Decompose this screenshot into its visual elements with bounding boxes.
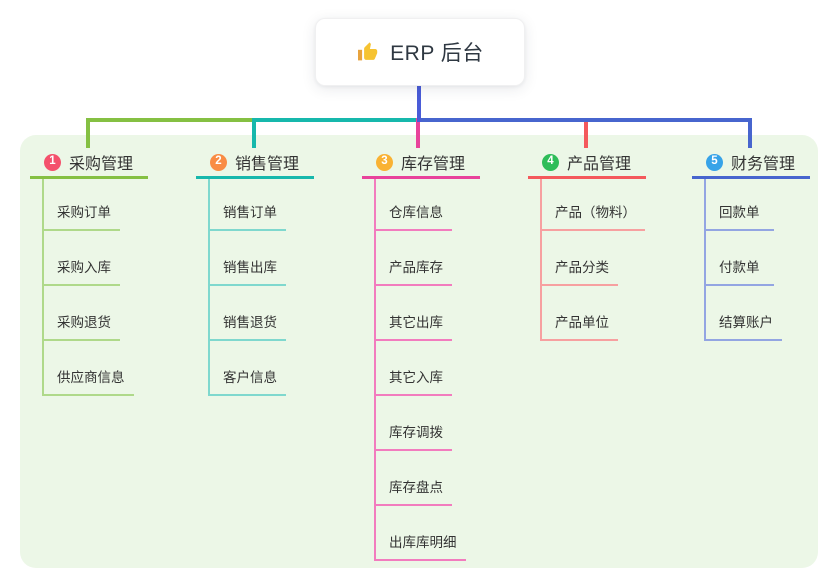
branch-label: 库存管理 xyxy=(401,156,466,173)
connector-drop-branch-1 xyxy=(86,118,90,148)
connector-children-branch-1 xyxy=(42,179,44,396)
child-node[interactable]: 结算账户 xyxy=(704,306,782,341)
child-label: 销售订单 xyxy=(223,205,277,220)
child-node[interactable]: 供应商信息 xyxy=(42,361,134,396)
connector-drop-branch-2 xyxy=(252,118,256,148)
child-node[interactable]: 销售订单 xyxy=(208,196,286,231)
child-label: 库存盘点 xyxy=(389,480,443,495)
connector-trunk-teal xyxy=(252,118,421,122)
child-node[interactable]: 采购订单 xyxy=(42,196,120,231)
child-node[interactable]: 其它入库 xyxy=(374,361,452,396)
child-label: 回款单 xyxy=(719,205,760,220)
connector-drop-branch-3 xyxy=(416,118,420,148)
child-node[interactable]: 其它出库 xyxy=(374,306,452,341)
child-node[interactable]: 销售出库 xyxy=(208,251,286,286)
branch-number-badge: 2 xyxy=(210,153,227,171)
child-label: 销售出库 xyxy=(223,260,277,275)
root-label: ERP 后台 xyxy=(390,42,484,65)
branch-node-5[interactable]: 5 财务管理 xyxy=(692,148,810,179)
connector-children-branch-5 xyxy=(704,179,706,341)
branch-number-badge: 3 xyxy=(376,153,393,171)
child-label: 产品库存 xyxy=(389,260,443,275)
branch-label: 财务管理 xyxy=(731,156,796,173)
connector-drop-branch-5 xyxy=(748,118,752,148)
child-label: 销售退货 xyxy=(223,315,277,330)
child-label: 仓库信息 xyxy=(389,205,443,220)
child-label: 其它入库 xyxy=(389,370,443,385)
branch-number-badge: 5 xyxy=(706,153,723,171)
child-node[interactable]: 销售退货 xyxy=(208,306,286,341)
connector-children-branch-3 xyxy=(374,179,376,561)
child-node[interactable]: 产品库存 xyxy=(374,251,452,286)
branch-number-badge: 4 xyxy=(542,153,559,171)
child-label: 采购退货 xyxy=(57,315,111,330)
connector-trunk-blue xyxy=(417,118,752,122)
child-node[interactable]: 采购退货 xyxy=(42,306,120,341)
connector-trunk-green xyxy=(86,118,256,122)
branch-node-1[interactable]: 1 采购管理 xyxy=(30,148,148,179)
connector-drop-branch-4 xyxy=(584,118,588,148)
child-label: 结算账户 xyxy=(719,315,773,330)
child-node[interactable]: 产品（物料） xyxy=(540,196,645,231)
child-node[interactable]: 仓库信息 xyxy=(374,196,452,231)
branch-node-4[interactable]: 4 产品管理 xyxy=(528,148,646,179)
branch-node-2[interactable]: 2 销售管理 xyxy=(196,148,314,179)
branch-number-badge: 1 xyxy=(44,153,61,171)
child-node[interactable]: 付款单 xyxy=(704,251,774,286)
child-label: 付款单 xyxy=(719,260,760,275)
child-label: 供应商信息 xyxy=(57,370,125,385)
connector-children-branch-4 xyxy=(540,179,542,341)
child-node[interactable]: 库存盘点 xyxy=(374,471,452,506)
child-node[interactable]: 回款单 xyxy=(704,196,774,231)
root-node[interactable]: ERP 后台 xyxy=(315,18,525,86)
thumbs-up-icon xyxy=(356,40,380,64)
child-label: 产品分类 xyxy=(555,260,609,275)
child-label: 采购入库 xyxy=(57,260,111,275)
child-node[interactable]: 采购入库 xyxy=(42,251,120,286)
child-label: 产品（物料） xyxy=(555,205,636,220)
child-node[interactable]: 出库库明细 xyxy=(374,526,466,561)
child-label: 采购订单 xyxy=(57,205,111,220)
child-node[interactable]: 产品分类 xyxy=(540,251,618,286)
branch-label: 采购管理 xyxy=(69,156,134,173)
branch-label: 销售管理 xyxy=(235,156,300,173)
connector-root xyxy=(417,84,421,122)
child-node[interactable]: 产品单位 xyxy=(540,306,618,341)
child-label: 产品单位 xyxy=(555,315,609,330)
mindmap-panel xyxy=(20,135,818,568)
child-label: 出库库明细 xyxy=(389,535,457,550)
connector-children-branch-2 xyxy=(208,179,210,396)
child-label: 其它出库 xyxy=(389,315,443,330)
child-node[interactable]: 库存调拨 xyxy=(374,416,452,451)
child-node[interactable]: 客户信息 xyxy=(208,361,286,396)
child-label: 库存调拨 xyxy=(389,425,443,440)
child-label: 客户信息 xyxy=(223,370,277,385)
branch-label: 产品管理 xyxy=(567,156,632,173)
branch-node-3[interactable]: 3 库存管理 xyxy=(362,148,480,179)
